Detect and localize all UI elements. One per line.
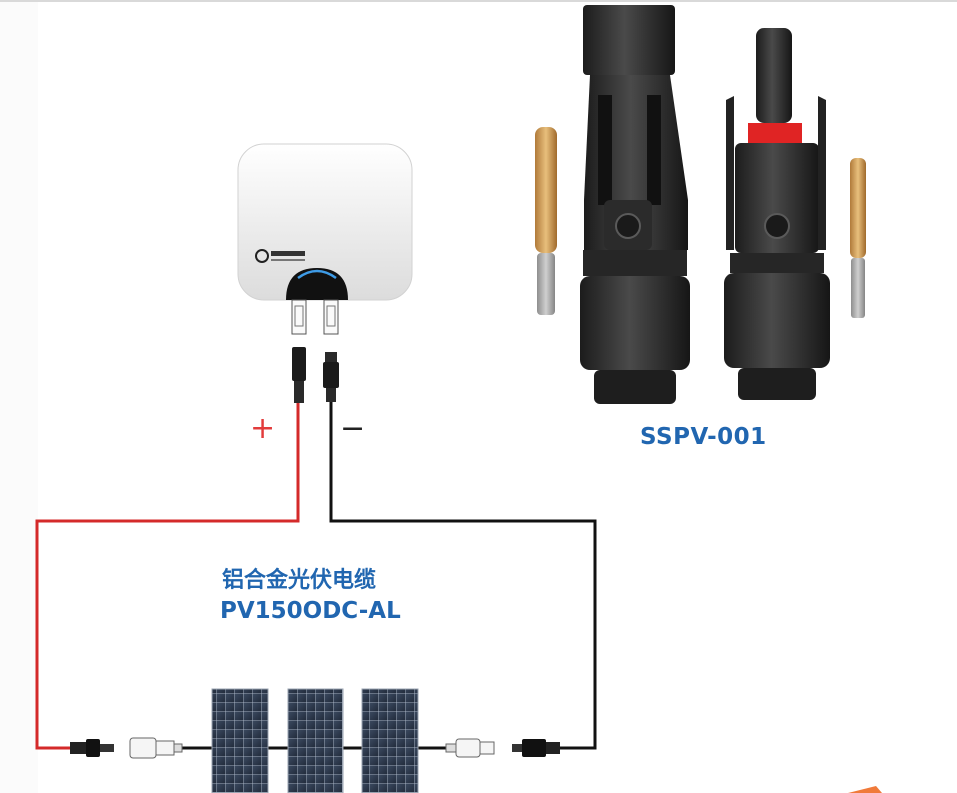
left-margin [0, 2, 38, 793]
orange-accent-icon [848, 786, 882, 793]
top-border [0, 0, 957, 2]
mc4-connector-pair-icon [535, 5, 866, 404]
bottom-left-connector-pair [70, 737, 183, 759]
inverter-logo [255, 249, 305, 263]
crimp-pin-right-icon [850, 158, 866, 318]
female-connector [580, 5, 690, 404]
positive-wire [35, 402, 300, 750]
crimp-pin-icon [535, 127, 557, 315]
solar-panel-icon [211, 688, 419, 793]
positive-polarity-label: + [250, 411, 276, 446]
mc4-connector-icon [292, 347, 339, 403]
male-connector [724, 28, 830, 400]
product-code-label: SSPV-001 [640, 424, 767, 450]
cable-model-label: PV150ODC-AL [220, 598, 401, 624]
micro-inverter-icon [237, 143, 413, 335]
bottom-right-connector-pair [445, 738, 560, 758]
negative-wire [329, 402, 597, 750]
cable-name-label: 铝合金光伏电缆 [222, 568, 377, 593]
negative-polarity-label: − [340, 411, 366, 446]
